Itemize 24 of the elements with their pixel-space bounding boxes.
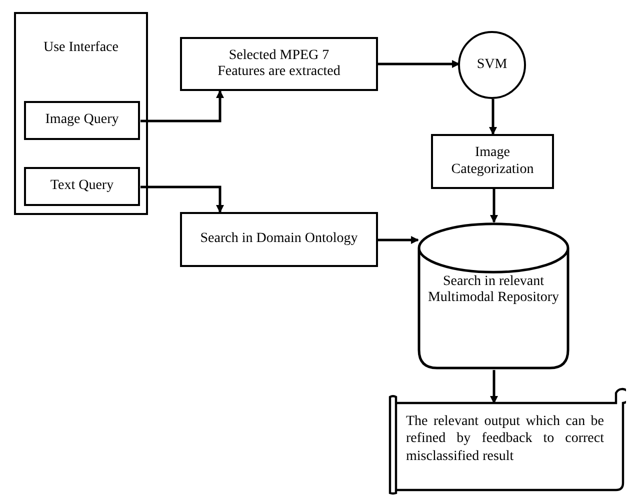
interface-panel [14,12,148,215]
node-label: Selected MPEG 7 Features are extracted [216,48,342,80]
arrow [489,99,497,135]
arrow [140,186,224,213]
node-label: Text Query [50,178,114,195]
arrow [490,370,498,404]
arrow [140,90,224,122]
process-box [180,37,378,91]
node-label: Search in Domain Ontology [200,231,358,248]
arrow [378,60,460,68]
process-box [24,101,140,140]
process-box [24,167,140,206]
node-label: SVM [476,56,508,74]
arrow [378,236,419,244]
output-scroll [388,385,626,495]
process-box [431,134,554,189]
process-box [180,212,378,267]
node-label: The relevant output which can be refined by feedback to correct misclassified result [406,412,604,466]
repository-cylinder [417,222,570,370]
node-label: Image Categorization [450,145,535,178]
node-label: Image Query [45,112,119,129]
node-label: Search in relevant Multimodal Repository [426,274,560,306]
arrow [490,189,498,223]
node-label: Use Interface [43,40,118,56]
